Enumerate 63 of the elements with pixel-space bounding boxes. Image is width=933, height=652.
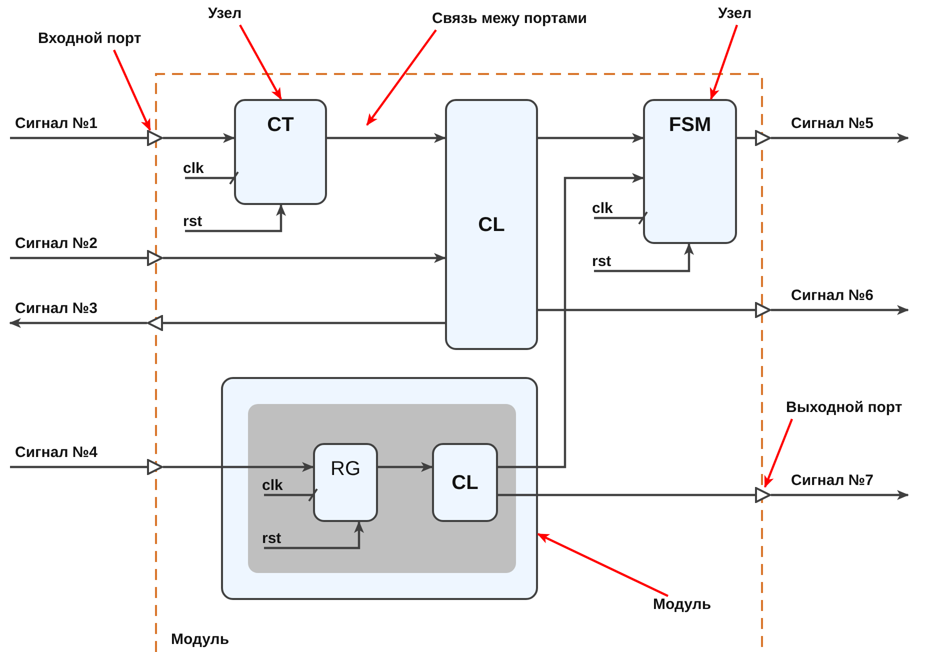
signal-line: [594, 243, 694, 272]
signal-line: [538, 308, 755, 312]
signal-line: [10, 136, 147, 140]
pin-label: clk: [592, 200, 613, 218]
signal-line: [264, 521, 364, 550]
block-title: CL: [478, 212, 505, 236]
signal-line: [378, 462, 433, 472]
annotation-arrow: [366, 29, 437, 126]
signal-line: [185, 204, 286, 232]
port-symbol: [147, 250, 163, 266]
annotation-text: Модуль: [653, 596, 712, 616]
signal-line: [9, 318, 147, 328]
logic-block: [432, 443, 498, 522]
block-title: CL: [452, 470, 478, 494]
signal-line: [327, 133, 446, 143]
annotation-text: Выходной порт: [786, 399, 902, 419]
signal-line: [163, 133, 235, 143]
signal-line: [594, 211, 648, 225]
logic-block: [313, 443, 378, 522]
signal-line: [163, 322, 445, 324]
module-boundary: [155, 73, 763, 652]
annotation-arrow: [239, 24, 282, 100]
signal-line: [771, 305, 909, 315]
annotation-arrow: [537, 533, 668, 597]
submodule-block: [221, 377, 538, 600]
pin-label: rst: [592, 253, 612, 271]
pin-label: clk: [183, 160, 204, 178]
annotation-text: Входной порт: [38, 30, 142, 50]
logic-block: [445, 99, 538, 350]
annotation-text: Узел: [718, 5, 752, 25]
signal-line: [498, 173, 644, 468]
annotation-arrow: [113, 50, 151, 131]
pin-label: rst: [183, 213, 202, 231]
annotation-text: Узел: [208, 5, 242, 25]
signal-line: [771, 133, 909, 143]
port-symbol: [755, 487, 771, 503]
signal-line: [538, 133, 644, 143]
signal-line: [498, 494, 755, 496]
logic-block: [643, 99, 737, 244]
signal-line: [185, 171, 239, 185]
logic-block: [234, 99, 327, 205]
submodule-band: [248, 404, 516, 573]
port-symbol: [147, 315, 163, 331]
signal-line: [163, 462, 314, 472]
port-symbol: [755, 302, 771, 318]
signal-line: [10, 466, 147, 468]
signal-line: [737, 136, 755, 140]
annotation-text: Связь межу портами: [432, 10, 588, 30]
annotation-arrow: [710, 24, 738, 100]
signal-line: [10, 256, 147, 260]
signal-line: [264, 488, 318, 502]
pin-label: clk: [262, 477, 283, 495]
port-symbol: [147, 130, 163, 146]
signal-line: [771, 490, 909, 500]
block-title: RG: [330, 457, 360, 481]
block-title: CT: [267, 113, 294, 137]
pin-label: rst: [262, 530, 282, 548]
port-symbol: [755, 130, 771, 146]
port-symbol: [147, 459, 163, 475]
signal-line: [163, 253, 446, 263]
module-label: Модуль: [171, 631, 230, 648]
annotation-arrow: [764, 418, 794, 488]
block-title: FSM: [668, 113, 712, 137]
